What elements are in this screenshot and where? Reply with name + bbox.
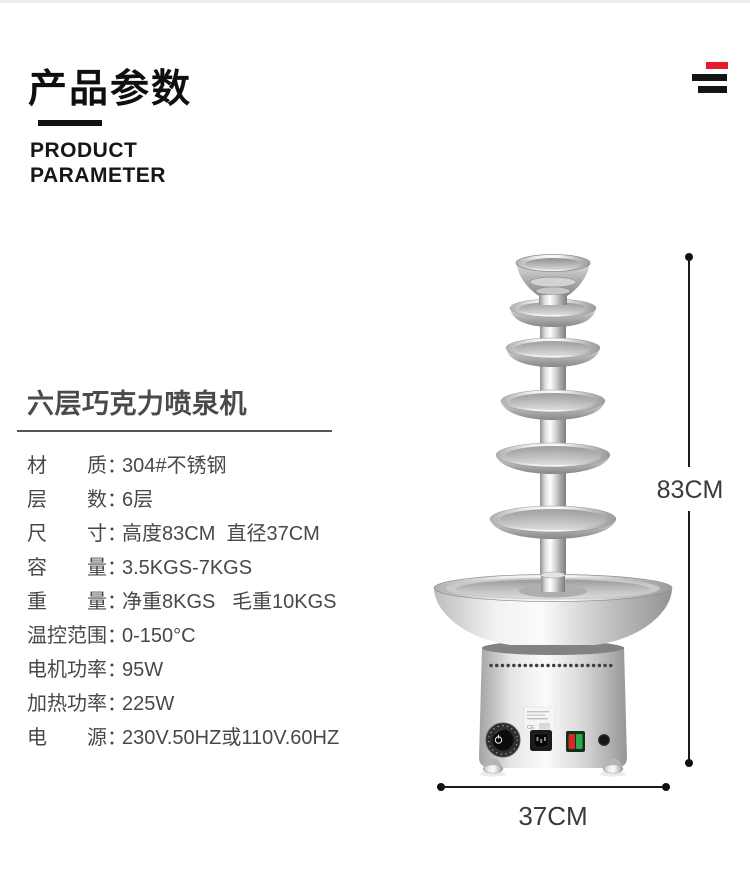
spec-label-char: 量: [87, 591, 107, 613]
spec-value: 0-150°C: [122, 625, 196, 647]
logo-bar-red: [706, 62, 728, 69]
fountain-bowl: [433, 571, 673, 645]
subtitle-line-1: PRODUCT: [30, 139, 138, 162]
spec-value: 95W: [122, 659, 164, 681]
spec-label-char: 数: [87, 489, 107, 511]
spec-colon: ：: [107, 659, 127, 681]
spec-list: 材质 ： 304#不锈钢 层数 ： 6层 尺寸 ： 高度83CM 直径37CM …: [27, 456, 367, 762]
spec-label-char: 重: [27, 591, 47, 613]
fountain-tier-3: [500, 389, 606, 420]
fountain-tier-1: [509, 298, 597, 327]
width-line: [441, 786, 667, 788]
reset-button: [598, 734, 610, 746]
spec-value: 高度83CM 直径37CM: [122, 523, 320, 545]
spec-label-char: 电: [27, 727, 47, 749]
spec-label-char: 尺: [27, 523, 47, 545]
spec-label-char: 层: [27, 489, 47, 511]
spec-label-char: 温: [27, 625, 47, 647]
spec-row: 电机功率 ： 95W: [27, 660, 367, 681]
product-name-underline: [17, 430, 332, 432]
spec-label-char: 控: [47, 625, 67, 647]
spec-label: 容量: [27, 558, 107, 579]
title-underline: [38, 120, 102, 126]
spec-label: 层数: [27, 490, 107, 511]
height-line-lower: [688, 511, 690, 762]
spec-row: 容量 ： 3.5KGS-7KGS: [27, 558, 367, 579]
base-sticker: CE: [523, 706, 556, 733]
spec-label: 电机功率: [27, 660, 107, 681]
spec-label-char: 质: [87, 455, 107, 477]
spec-label: 重量: [27, 592, 107, 613]
spec-row: 层数 ： 6层: [27, 490, 367, 511]
fountain-tier-4: [495, 442, 611, 474]
spec-colon: ：: [107, 523, 127, 545]
spec-value: 225W: [122, 693, 175, 715]
spec-label-char: 范: [67, 625, 87, 647]
spec-label: 电源: [27, 728, 107, 749]
logo-bar-mid: [692, 74, 727, 81]
spec-label: 尺寸: [27, 524, 107, 545]
svg-text:CE: CE: [527, 725, 535, 731]
spec-colon: ：: [107, 455, 127, 477]
product-image-chocolate-fountain: CE: [433, 254, 673, 777]
page-title: 产品参数: [28, 68, 193, 111]
logo-bar-bottom: [698, 86, 727, 93]
spec-row: 材质 ： 304#不锈钢: [27, 456, 367, 477]
spec-value: 304#不锈钢: [122, 455, 227, 477]
spec-label-char: 容: [27, 557, 47, 579]
spec-colon: ：: [107, 727, 127, 749]
spec-label-char: 机: [47, 659, 67, 681]
spec-label-char: 功: [67, 693, 87, 715]
temperature-knob: [485, 722, 521, 758]
spec-label: 材质: [27, 456, 107, 477]
spec-label-char: 材: [27, 455, 47, 477]
spec-value: 230V.50HZ或110V.60HZ: [122, 727, 340, 749]
spec-row: 温控范围 ： 0-150°C: [27, 626, 367, 647]
dim-dot-top: [685, 253, 693, 261]
top-divider: [0, 0, 750, 3]
fountain-crown: [515, 254, 591, 305]
brand-logo-icon: [690, 60, 732, 96]
spec-value: 净重8KGS 毛重10KGS: [122, 591, 337, 613]
spec-colon: ：: [107, 591, 127, 613]
spec-row: 加热功率 ： 225W: [27, 694, 367, 715]
spec-label-char: 功: [67, 659, 87, 681]
spec-value: 6层: [122, 489, 154, 511]
spec-label-char: 量: [87, 557, 107, 579]
spec-value: 3.5KGS-7KGS: [122, 557, 253, 579]
spec-label-char: 率: [87, 659, 107, 681]
subtitle-line-2: PARAMETER: [30, 164, 166, 187]
spec-label-char: 热: [47, 693, 67, 715]
spec-label-char: 源: [87, 727, 107, 749]
spec-colon: ：: [107, 625, 127, 647]
product-name: 六层巧克力喷泉机: [27, 389, 247, 419]
spec-label-char: 电: [27, 659, 47, 681]
fountain-base: CE: [479, 641, 627, 777]
dim-dot-bottom: [685, 759, 693, 767]
power-switch: [566, 731, 585, 752]
spec-label-char: 率: [87, 693, 107, 715]
spec-label: 加热功率: [27, 694, 107, 715]
height-dimension-label: 83CM: [656, 476, 724, 504]
spec-colon: ：: [107, 557, 127, 579]
spec-label: 温控范围: [27, 626, 107, 647]
feet: [480, 758, 626, 777]
spec-row: 尺寸 ： 高度83CM 直径37CM: [27, 524, 367, 545]
height-line-upper: [688, 259, 690, 467]
spec-label-char: 寸: [87, 523, 107, 545]
power-socket: [530, 730, 552, 751]
fountain-tier-2: [505, 337, 601, 367]
spec-row: 电源 ： 230V.50HZ或110V.60HZ: [27, 728, 367, 749]
spec-label-char: 围: [87, 625, 107, 647]
dim-dot-right: [662, 783, 670, 791]
width-dimension-label: 37CM: [518, 801, 588, 831]
page-subtitle: PRODUCT PARAMETER: [30, 138, 166, 188]
spec-colon: ：: [107, 489, 127, 511]
spec-label-char: 加: [27, 693, 47, 715]
fountain-tier-5: [489, 505, 617, 539]
spec-row: 重量 ： 净重8KGS 毛重10KGS: [27, 592, 367, 613]
spec-colon: ：: [107, 693, 127, 715]
